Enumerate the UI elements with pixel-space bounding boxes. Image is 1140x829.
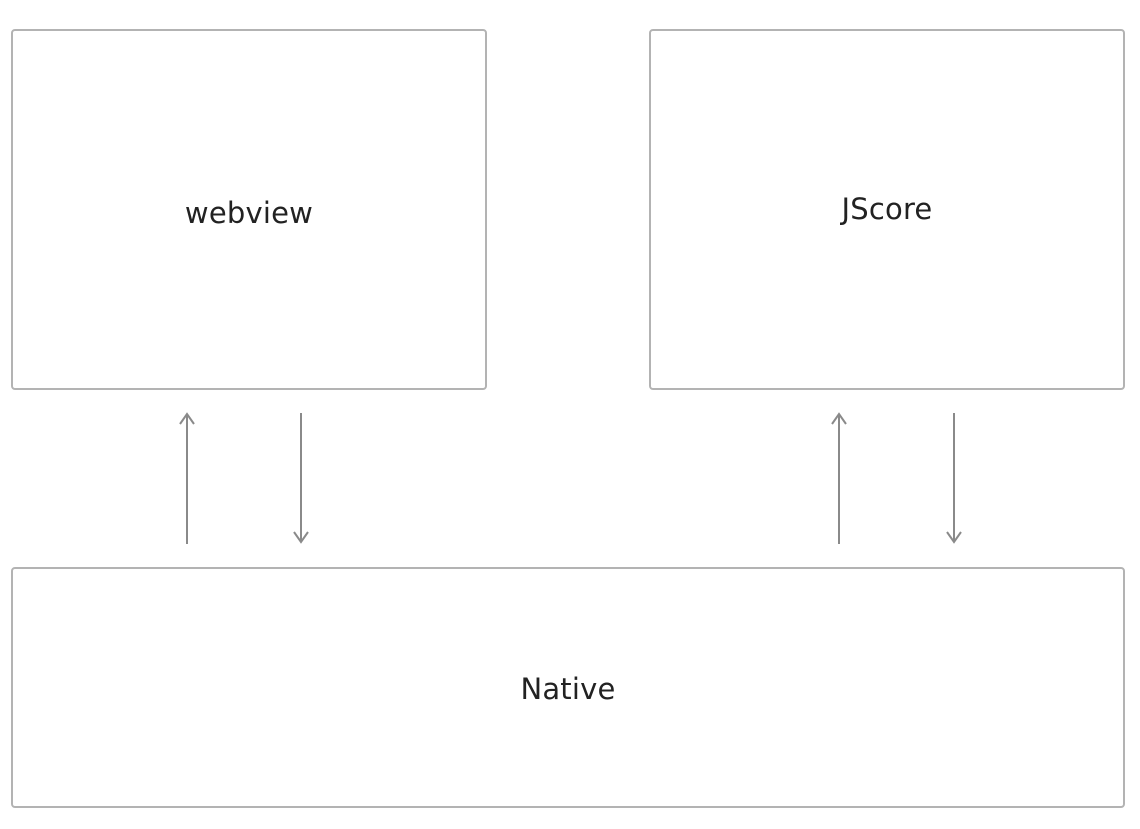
arrow-native-to-webview xyxy=(179,412,195,544)
webview-label: webview xyxy=(184,196,314,230)
native-box: Native xyxy=(11,567,1125,808)
native-label: Native xyxy=(520,672,616,706)
jscore-box: JScore xyxy=(649,29,1125,390)
webview-box: webview xyxy=(11,29,487,390)
arrow-webview-to-native xyxy=(293,413,309,544)
jscore-label: JScore xyxy=(841,192,933,226)
arrow-jscore-to-native xyxy=(946,413,962,544)
arrow-native-to-jscore xyxy=(831,412,847,544)
